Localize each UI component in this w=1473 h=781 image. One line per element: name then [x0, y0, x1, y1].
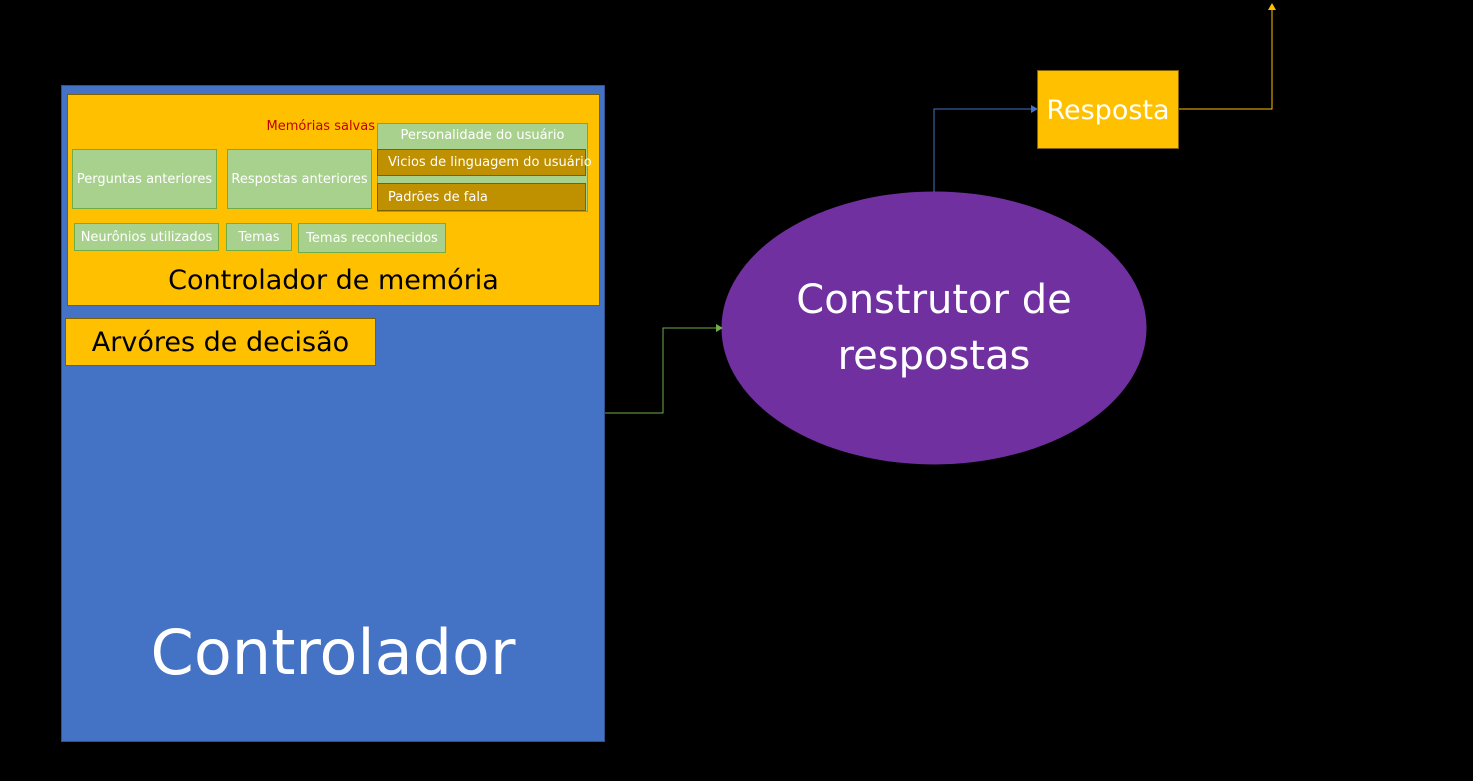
edge-resposta-to-output: [1179, 10, 1273, 110]
memorias-salvas-label: Memórias salvas: [266, 119, 375, 134]
neuronios-utilizados-box: Neurônios utilizados: [74, 223, 219, 251]
arrowhead-resposta: [1031, 105, 1038, 113]
resposta-box: Resposta: [1037, 70, 1179, 149]
construtor-line-1: Construtor de: [796, 277, 1072, 323]
edge-controlador-to-construtor: [605, 327, 716, 414]
temas-reconhecidos-box: Temas reconhecidos: [298, 223, 446, 253]
controlador-title: Controlador: [150, 616, 516, 689]
temas-box: Temas: [226, 223, 292, 251]
perguntas-anteriores-box: Perguntas anteriores: [72, 149, 217, 209]
edge-construtor-to-resposta: [933, 108, 1031, 192]
padroes-fala-label: Padrões de fala: [388, 189, 488, 205]
respostas-anteriores-box: Respostas anteriores: [227, 149, 372, 209]
edge-layer: [605, 3, 1276, 414]
construtor-respostas-label: Construtor de respostas: [722, 272, 1146, 384]
memoria-controller-title: Controlador de memória: [168, 265, 499, 296]
padroes-fala-box: Padrões de fala: [377, 183, 586, 211]
respostas-anteriores-label: Respostas anteriores: [231, 171, 368, 187]
resposta-label: Resposta: [1046, 95, 1170, 126]
vicios-linguagem-label: Vicios de linguagem do usuário: [388, 155, 592, 170]
perguntas-anteriores-label: Perguntas anteriores: [76, 171, 213, 187]
personalidade-usuario-label: Personalidade do usuário: [400, 128, 565, 143]
temas-reconhecidos-label: Temas reconhecidos: [306, 230, 438, 246]
arvores-decisao-label: Arvóres de decisão: [91, 327, 350, 358]
arrowhead-construtor: [716, 324, 723, 332]
temas-label: Temas: [238, 229, 280, 245]
arvores-decisao-box: Arvóres de decisão: [65, 318, 376, 366]
arrowhead-output: [1268, 3, 1276, 10]
vicios-linguagem-box: Vicios de linguagem do usuário: [377, 149, 592, 176]
construtor-line-2: respostas: [837, 333, 1031, 379]
neuronios-utilizados-label: Neurônios utilizados: [80, 229, 213, 245]
